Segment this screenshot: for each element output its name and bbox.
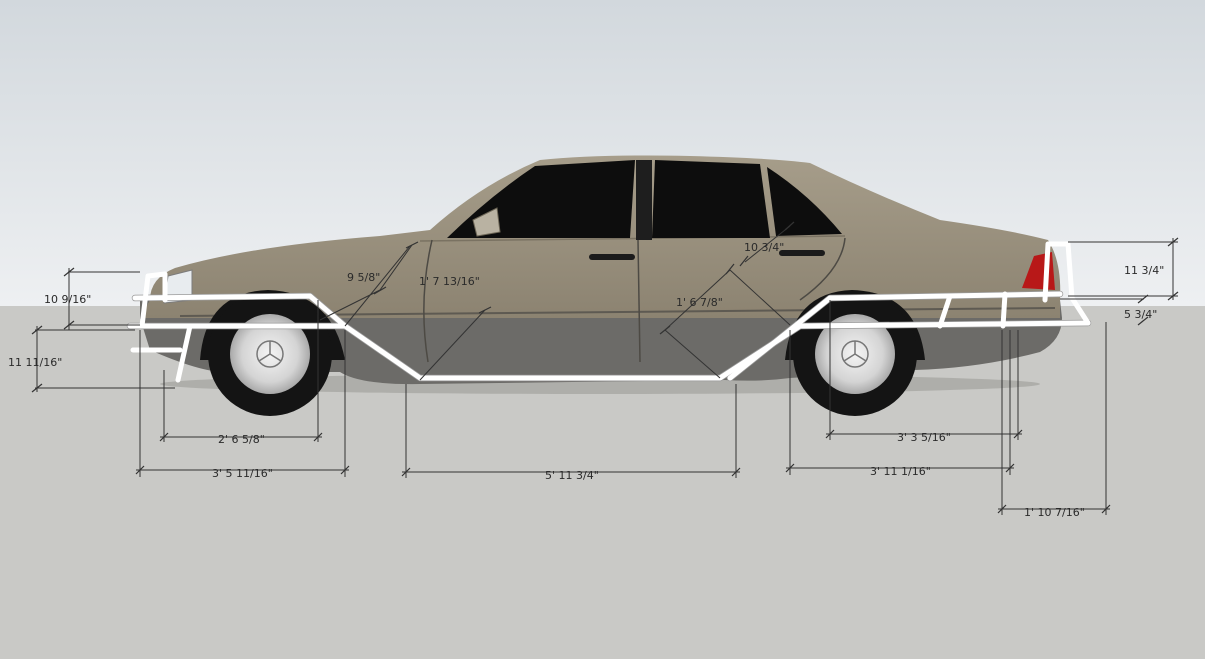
rear-door-handle — [779, 250, 825, 256]
dimension-label: 10 9/16" — [44, 293, 91, 306]
rear-door-seam — [799, 237, 846, 301]
upper-rear-rail[interactable] — [727, 291, 1063, 381]
dimension-label: 9 5/8" — [347, 271, 380, 284]
dimension-front-diag[interactable]: 9 5/8" — [319, 241, 419, 321]
dimension-label: 11 3/4" — [1124, 264, 1164, 277]
tube-frame[interactable] — [126, 241, 1092, 383]
dimension-rear-height-upper[interactable]: 11 3/4" — [1068, 237, 1179, 301]
dimension-annotations: 10 9/16" 11 11/16" 9 5/8" 1' 7 13/16" — [8, 221, 1179, 519]
dimension-label: 3' 11 1/16" — [870, 465, 931, 478]
hub-star-icon — [258, 341, 282, 362]
hub-star-icon — [843, 341, 867, 362]
dimension-label: 5 3/4" — [1124, 308, 1157, 321]
upper-front-rail[interactable] — [132, 293, 348, 329]
dimension-handle-offset[interactable]: 10 3/4" — [739, 221, 795, 267]
dimension-label: 11 11/16" — [8, 356, 62, 369]
dimension-rear-wheel-span[interactable]: 3' 3 5/16" — [825, 300, 1023, 444]
car-model[interactable] — [140, 155, 1062, 417]
rear-upright[interactable] — [1000, 291, 1008, 329]
rear-window — [652, 160, 770, 238]
rear-bumper-hoop[interactable] — [1042, 241, 1091, 326]
lower-side-rail[interactable] — [127, 320, 1091, 381]
side-mirror — [472, 207, 501, 237]
dimension-label: 10 3/4" — [744, 241, 784, 254]
b-pillar — [636, 160, 652, 240]
dimension-label: 1' 6 7/8" — [676, 296, 723, 309]
front-wheel — [208, 292, 332, 416]
dimension-door-diag[interactable]: 1' 7 13/16" — [344, 245, 492, 381]
dimension-label: 2' 6 5/8" — [218, 433, 265, 446]
front-bumper-hoop[interactable] — [139, 271, 168, 329]
rear-diagonal[interactable] — [937, 293, 953, 329]
dimension-label: 1' 10 7/16" — [1024, 506, 1085, 519]
dimension-label: 3' 3 5/16" — [897, 431, 951, 444]
dimension-front-section-span[interactable]: 3' 5 11/16" — [135, 330, 350, 480]
dimension-label: 5' 11 3/4" — [545, 469, 599, 482]
dimension-rear-section-span[interactable]: 3' 11 1/16" — [785, 330, 1015, 478]
quarter-window — [767, 167, 842, 236]
dimension-front-wheel-span[interactable]: 2' 6 5/8" — [159, 300, 323, 446]
front-door-seam — [423, 239, 433, 363]
car-shoulder-line — [419, 235, 846, 242]
front-door-handle — [589, 254, 635, 260]
dimension-rear-door-diag[interactable]: 1' 6 7/8" — [659, 263, 791, 379]
dimension-label: 1' 7 13/16" — [419, 275, 480, 288]
center-door-seam — [637, 239, 641, 363]
dimension-front-height-upper[interactable]: 10 9/16" — [44, 267, 140, 330]
dimension-front-height-lower[interactable]: 11 11/16" — [8, 325, 175, 393]
front-lower-leg[interactable] — [175, 323, 193, 383]
dimension-rear-height-lower[interactable]: 5 3/4" — [1060, 294, 1157, 326]
dimension-label: 3' 5 11/16" — [212, 467, 273, 480]
car-belt-line — [179, 307, 1056, 317]
dimension-rear-bumper-span[interactable]: 1' 10 7/16" — [997, 322, 1111, 519]
dimension-middle-span[interactable]: 5' 11 3/4" — [401, 384, 741, 482]
